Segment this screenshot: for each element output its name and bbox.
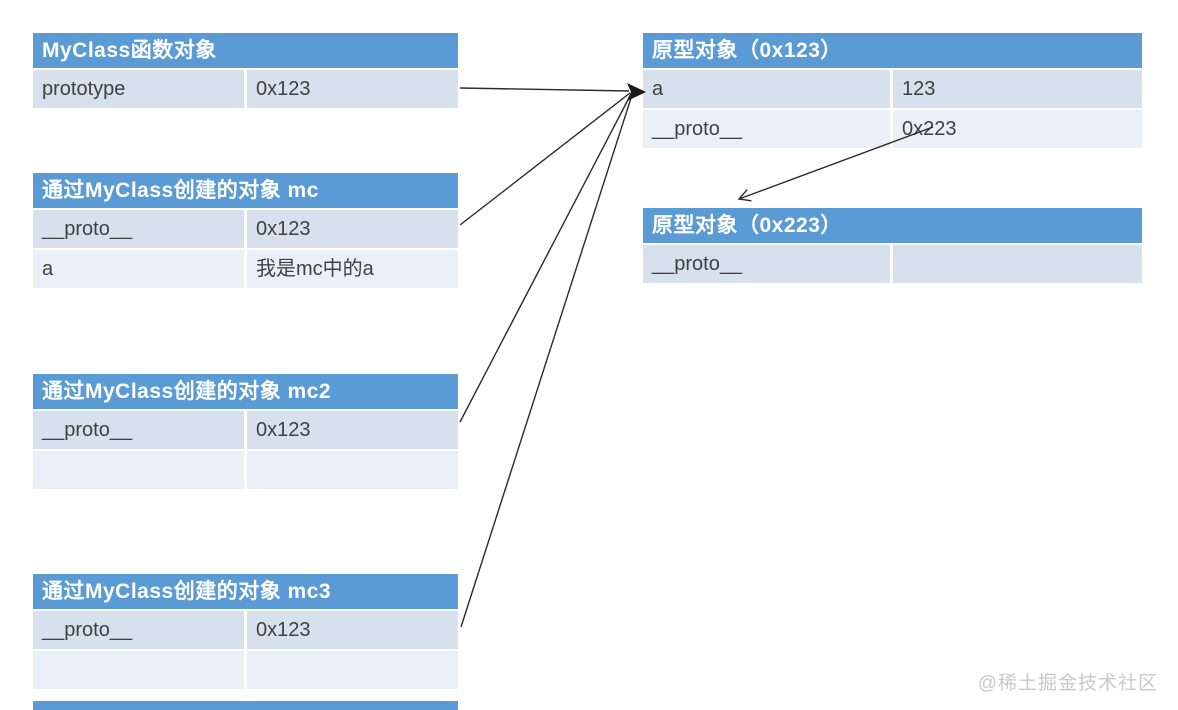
cell-value: 0x123 (247, 210, 458, 248)
cell-key: __proto__ (33, 611, 244, 649)
cell-key (33, 451, 244, 489)
cell-value (247, 451, 458, 489)
cell-value: 0x123 (247, 411, 458, 449)
table-row: __proto__ 0x123 (33, 210, 458, 248)
table-header-mc3: 通过MyClass创建的对象 mc3 (33, 574, 458, 609)
table-header-prototype-0x223: 原型对象（0x223） (643, 208, 1142, 243)
arrow-prototype-to-0x123 (459, 87, 630, 92)
cell-value: 0x223 (893, 110, 1142, 148)
table-row: a 123 (643, 70, 1142, 108)
table-object-mc: 通过MyClass创建的对象 mc __proto__ 0x123 a 我是mc… (33, 173, 458, 288)
cell-value: 123 (893, 70, 1142, 108)
cell-key: __proto__ (643, 245, 890, 283)
table-header-mc2: 通过MyClass创建的对象 mc2 (33, 374, 458, 409)
arrow-mc2-proto-to-0x123 (459, 93, 632, 423)
table-header-prototype-0x123: 原型对象（0x123） (643, 33, 1142, 68)
table-row: a 我是mc中的a (33, 250, 458, 288)
table-object-mc3: 通过MyClass创建的对象 mc3 __proto__ 0x123 (33, 574, 458, 689)
table-row: __proto__ (643, 245, 1142, 283)
cell-key: a (643, 70, 890, 108)
cell-key (33, 651, 244, 689)
table-row: __proto__ 0x223 (643, 110, 1142, 148)
cell-value: 0x123 (247, 70, 458, 108)
table-row (33, 651, 458, 689)
table-prototype-0x123: 原型对象（0x123） a 123 __proto__ 0x223 (643, 33, 1142, 148)
arrow-mc3-proto-to-0x123 (460, 94, 633, 628)
cell-value (893, 245, 1142, 283)
cell-value: 0x123 (247, 611, 458, 649)
table-prototype-0x223: 原型对象（0x223） __proto__ (643, 208, 1142, 283)
cropped-table-header-fragment (33, 701, 458, 710)
table-header-myclass: MyClass函数对象 (33, 33, 458, 68)
table-myclass-function-object: MyClass函数对象 prototype 0x123 (33, 33, 458, 108)
table-row: __proto__ 0x123 (33, 611, 458, 649)
arrow-mc-proto-to-0x123 (459, 92, 631, 226)
cell-value (247, 651, 458, 689)
table-object-mc2: 通过MyClass创建的对象 mc2 __proto__ 0x123 (33, 374, 458, 489)
cell-key: prototype (33, 70, 244, 108)
cell-key: __proto__ (33, 210, 244, 248)
table-row: __proto__ 0x123 (33, 411, 458, 449)
cell-key: __proto__ (643, 110, 890, 148)
cell-key: __proto__ (33, 411, 244, 449)
cell-key: a (33, 250, 244, 288)
cell-value: 我是mc中的a (247, 250, 458, 288)
table-row: prototype 0x123 (33, 70, 458, 108)
table-header-mc: 通过MyClass创建的对象 mc (33, 173, 458, 208)
table-row (33, 451, 458, 489)
watermark: @稀土掘金技术社区 (977, 673, 1158, 694)
